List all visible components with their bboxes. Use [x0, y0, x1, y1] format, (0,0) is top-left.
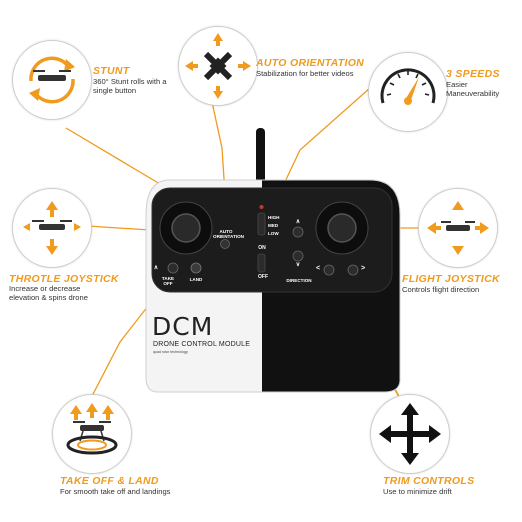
auto-orientation-bubble — [178, 26, 258, 106]
trim-up-button[interactable] — [292, 226, 304, 238]
trim-desc: Use to minimize drift — [383, 487, 452, 496]
direction-up-arrow: ∧ — [295, 219, 301, 225]
drone-roll-icon — [29, 56, 75, 104]
land-label: LAND — [189, 277, 203, 282]
drone-vertical-icon — [23, 201, 81, 255]
drone-horizontal-icon — [427, 201, 489, 255]
take-off-label: TAKE OFF — [161, 276, 175, 286]
throttle-joystick[interactable] — [171, 213, 201, 243]
drone-landing-icon — [66, 403, 118, 455]
auto-orientation-title: AUTO ORIENTATION — [256, 57, 365, 69]
speed-labels: HIGH MED LOW — [268, 215, 280, 236]
stunt-desc: 360° Stunt rolls with a single button — [93, 77, 167, 95]
takeoff-bubble — [52, 394, 132, 474]
orientation-arrows-icon — [185, 33, 251, 99]
throttle-title: THROTLE JOYSTICK — [9, 273, 119, 285]
direction-down-arrow: ∨ — [295, 262, 301, 268]
flight-joystick[interactable] — [327, 213, 357, 243]
power-off-label: OFF — [258, 274, 268, 280]
direction-left-arrow: < — [315, 265, 321, 272]
brand-subtitle: DRONE CONTROL MODULE — [153, 341, 251, 348]
power-on-label: ON — [258, 245, 266, 251]
trim-right-button[interactable] — [347, 264, 359, 276]
takeoff-title: TAKE OFF & LAND — [60, 475, 159, 487]
speeds-desc: Easier Maneuverability — [446, 80, 500, 98]
power-led — [259, 205, 264, 209]
speedometer-icon — [380, 68, 436, 105]
flight-desc: Controls flight direction — [402, 285, 480, 294]
throttle-bubble — [12, 188, 92, 268]
auto-orientation-label: AUTO ORIENTATION — [213, 229, 244, 239]
direction-label: DIRECTION — [286, 278, 312, 283]
takeoff-desc: For smooth take off and landings — [60, 487, 171, 496]
direction-right-arrow: > — [360, 265, 366, 272]
stunt-title: STUNT — [93, 65, 130, 77]
trim-left-button[interactable] — [323, 264, 335, 276]
take-off-button[interactable] — [167, 262, 179, 274]
stunt-bubble — [12, 40, 92, 120]
four-arrows-icon — [379, 403, 441, 465]
antenna — [256, 128, 265, 186]
trim-down-button[interactable] — [292, 250, 304, 262]
flight-bubble — [418, 188, 498, 268]
speeds-bubble — [368, 52, 448, 132]
speeds-title: 3 SPEEDS — [446, 68, 500, 80]
speed-switch[interactable] — [257, 212, 266, 236]
brand-tagline: quad rotor technology — [153, 350, 188, 354]
power-switch[interactable] — [257, 253, 266, 273]
auto-orientation-button[interactable] — [220, 239, 230, 249]
auto-orientation-desc: Stabilization for better videos — [256, 69, 354, 78]
flight-title: FLIGHT JOYSTICK — [402, 273, 500, 285]
throttle-up-arrow: ∧ — [153, 265, 159, 271]
land-button[interactable] — [190, 262, 202, 274]
trim-title: TRIM CONTROLS — [383, 475, 475, 487]
brand-logo: DCM — [152, 312, 214, 341]
throttle-desc: Increase or decrease elevation & spins d… — [9, 284, 88, 302]
trim-bubble — [370, 394, 450, 474]
